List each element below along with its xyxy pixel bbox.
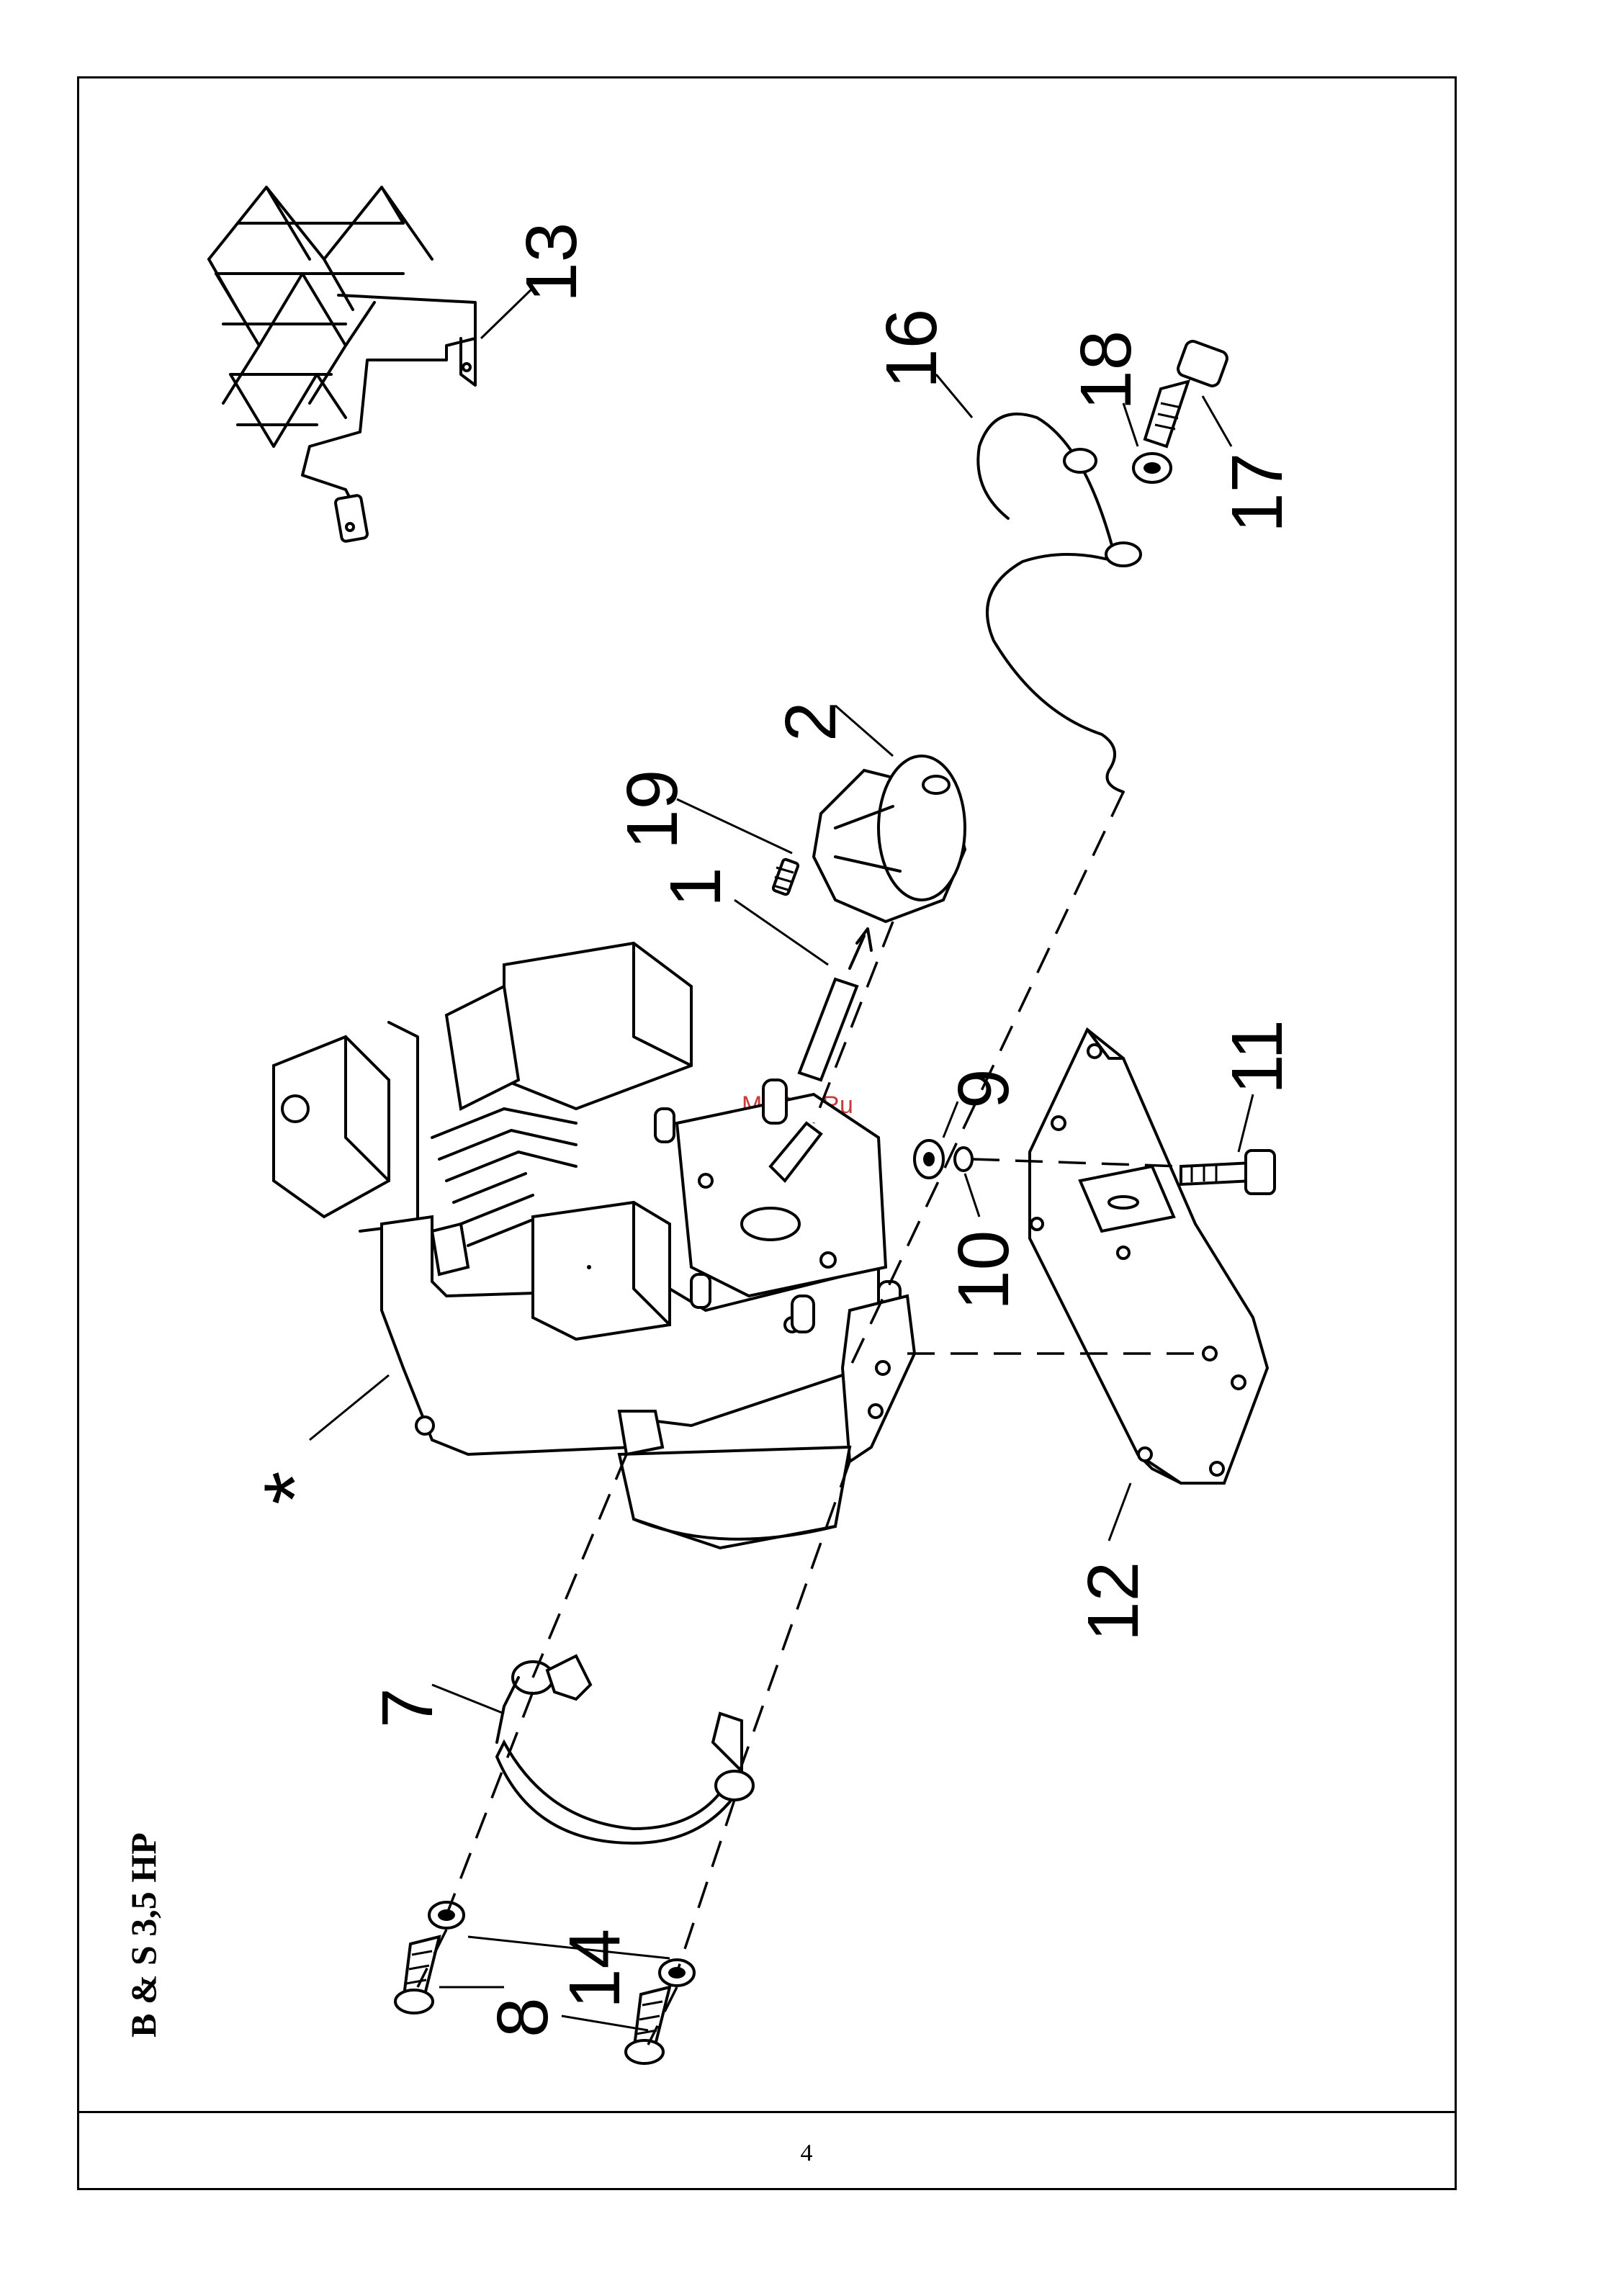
- callout-13: 13: [511, 222, 592, 302]
- part-16-wire-clip: [978, 414, 1141, 792]
- part-9-nut: [915, 1140, 943, 1178]
- part-13-wire-guard: [209, 187, 475, 542]
- part-19-set-screw: [773, 859, 799, 896]
- callout-10: 10: [943, 1230, 1024, 1310]
- leader-17: [1203, 396, 1231, 446]
- callout-star: *: [246, 1471, 343, 1505]
- callout-2: 2: [770, 701, 851, 742]
- callout-12: 12: [1073, 1562, 1154, 1642]
- callout-16: 16: [871, 309, 952, 389]
- callout-11: 11: [1217, 1019, 1298, 1094]
- part-2-pulley: [814, 756, 965, 922]
- callout-7: 7: [367, 1688, 448, 1728]
- callout-17: 17: [1217, 453, 1298, 533]
- leader-star: [310, 1375, 389, 1440]
- part-17-bolt: [1145, 339, 1229, 446]
- leader-12: [1109, 1483, 1131, 1541]
- part-18-washer: [1133, 454, 1171, 482]
- part-11-bolt: [1181, 1151, 1275, 1194]
- callout-9: 9: [943, 1068, 1024, 1109]
- leader-19: [677, 799, 792, 853]
- leader-10: [965, 1174, 979, 1217]
- callout-19: 19: [612, 770, 693, 850]
- callout-14: 14: [554, 1929, 635, 2009]
- callout-1: 1: [655, 867, 736, 907]
- part-7-strap: [497, 1656, 753, 1843]
- leader-11: [1239, 1094, 1253, 1152]
- callout-18: 18: [1066, 330, 1146, 410]
- part-12-mounting-plate: [1030, 1030, 1267, 1483]
- leader-1: [734, 900, 828, 965]
- part-10-washer: [955, 1148, 972, 1171]
- callout-8: 8: [482, 1997, 563, 2038]
